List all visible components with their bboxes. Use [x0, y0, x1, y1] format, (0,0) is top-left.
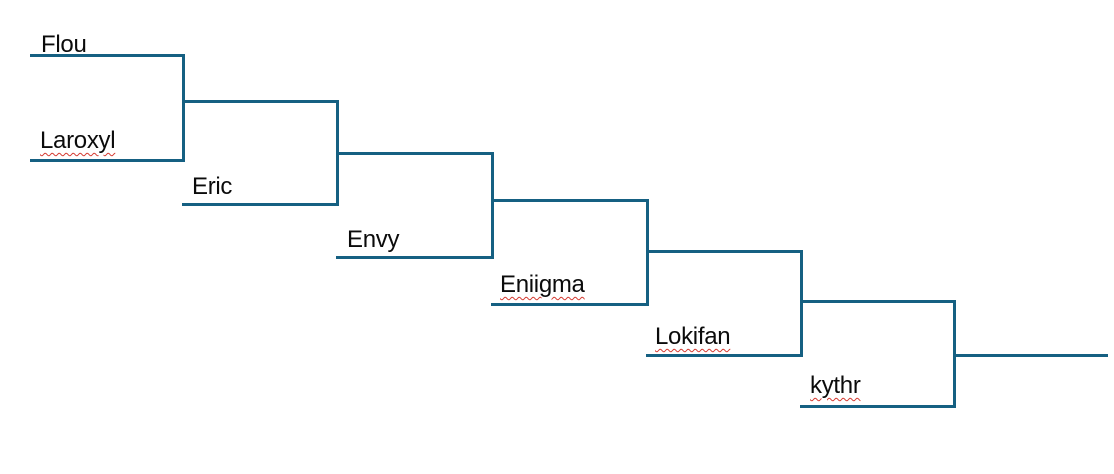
kythr-slot-line — [800, 405, 956, 408]
match4-winner-line — [646, 250, 803, 253]
player-label-kythr: kythr — [810, 372, 861, 399]
player-label-lokifan: Lokifan — [655, 323, 731, 350]
player-label-eniigma: Eniigma — [500, 271, 585, 298]
lokifan-slot-line — [646, 354, 803, 357]
final-winner-line — [953, 354, 1108, 357]
match3-winner-line — [491, 199, 649, 202]
player-label-eric: Eric — [192, 173, 233, 200]
match2-winner-line — [336, 152, 494, 155]
match5-vertical-connector — [800, 250, 803, 357]
player-label-laroxyl: Laroxyl — [40, 127, 116, 154]
flou-slot-line — [30, 54, 185, 57]
envy-slot-line — [336, 256, 494, 259]
match1-vertical-connector — [182, 54, 185, 162]
player-label-envy: Envy — [347, 226, 400, 253]
match1-winner-line — [182, 100, 339, 103]
eniigma-slot-line — [491, 303, 649, 306]
laroxyl-slot-line — [30, 159, 185, 162]
match5-winner-line — [800, 300, 956, 303]
player-label-flou: Flou — [41, 31, 87, 58]
match3-vertical-connector — [491, 152, 494, 259]
eric-slot-line — [182, 203, 339, 206]
